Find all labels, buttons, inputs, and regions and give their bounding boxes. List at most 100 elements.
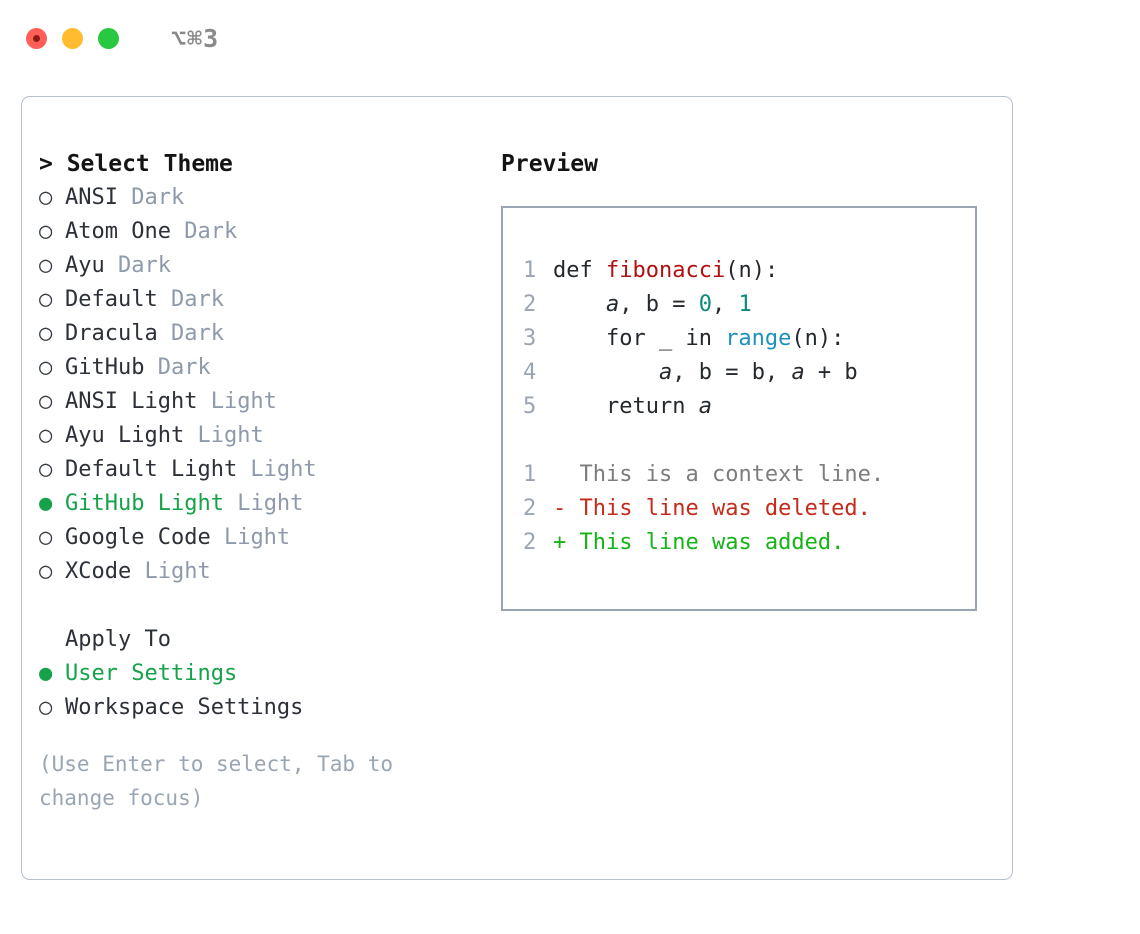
preview-heading: Preview (501, 151, 598, 177)
diff-line: 2 + This line was added. (523, 526, 975, 560)
title-bar: ⌥⌘3 (0, 0, 1140, 76)
diff-text: This line was added. (579, 530, 845, 555)
theme-option-name: Ayu (65, 253, 105, 278)
theme-option-tag: Dark (157, 321, 224, 346)
code-token: fibonacci (605, 258, 726, 283)
theme-option-tag: Dark (104, 253, 171, 278)
radio-unselected-icon[interactable]: ○ (39, 321, 53, 346)
diff-line: 2- This line was deleted. (523, 492, 975, 526)
code-token: (n): (791, 326, 845, 351)
minimize-window-icon[interactable] (62, 27, 83, 49)
code-line-number: 3 (523, 326, 537, 351)
radio-selected-icon[interactable]: ● (39, 491, 53, 516)
code-token: a (658, 360, 673, 385)
radio-selected-icon[interactable]: ● (39, 661, 53, 686)
theme-option-tag: Light (197, 389, 277, 414)
radio-unselected-icon[interactable]: ○ (39, 253, 53, 278)
radio-unselected-icon[interactable]: ○ (39, 219, 53, 244)
code-line: 5 return a (523, 390, 975, 424)
theme-option-row[interactable]: ○ ANSI Light Light (39, 385, 479, 419)
code-line-number: 5 (523, 394, 537, 419)
code-token: for _ in (553, 326, 726, 351)
apply-to-option-row[interactable]: ○ Workspace Settings (39, 691, 479, 725)
theme-option-name: Default (65, 287, 158, 312)
theme-option-row[interactable]: ○ANSI Dark (39, 181, 479, 215)
theme-option-tag: Light (184, 423, 264, 448)
list-spacer (39, 589, 479, 623)
radio-unselected-icon[interactable]: ○ (39, 525, 53, 550)
code-token (553, 356, 659, 390)
radio-unselected-icon[interactable]: ○ (39, 355, 53, 380)
radio-unselected-icon[interactable]: ○ (39, 457, 53, 482)
radio-unselected-icon[interactable]: ○ (39, 287, 53, 312)
code-token: a (791, 360, 805, 385)
diff-line-number: 2 (523, 496, 537, 521)
apply-to-heading-label: Apply To (65, 627, 171, 652)
theme-option-row[interactable]: ○ Dracula Dark (39, 317, 479, 351)
apply-to-bullet-placeholder: ○ (39, 623, 65, 657)
theme-option-name: XCode (65, 559, 132, 584)
theme-list: ○ANSI Dark○Atom One Dark○Ayu Dark○Defaul… (39, 181, 479, 589)
code-token (553, 288, 606, 322)
code-token: 1 (738, 292, 752, 317)
keyboard-shortcut-label: ⌥⌘3 (171, 23, 220, 53)
select-theme-heading: > Select Theme (39, 151, 233, 177)
keyboard-hint: (Use Enter to select, Tab to change focu… (39, 752, 394, 810)
theme-option-row[interactable]: ○ Ayu Dark (39, 249, 479, 283)
theme-option-row[interactable]: ○Ayu Light Light (39, 419, 479, 453)
code-token: , b = (619, 292, 699, 317)
diff-sample: 1 This is a context line.2- This line wa… (523, 458, 975, 560)
code-token: return (553, 394, 699, 419)
radio-unselected-icon[interactable]: ○ (39, 185, 53, 210)
theme-option-name: Google Code (65, 525, 211, 550)
diff-marker: + (553, 530, 580, 555)
diff-text: This line was deleted. (579, 496, 871, 521)
apply-to-heading: ○Apply To (39, 623, 479, 657)
theme-option-row[interactable]: ○ Default Light Light (39, 453, 479, 487)
code-token: def (553, 258, 606, 283)
code-diff-spacer (523, 424, 975, 458)
code-token: (n): (725, 258, 779, 283)
theme-option-row[interactable]: ○Google Code Light (39, 521, 479, 555)
radio-unselected-icon[interactable]: ○ (39, 423, 53, 448)
theme-option-name: GitHub Light (65, 491, 224, 516)
theme-option-name: Default Light (65, 457, 238, 482)
radio-unselected-icon[interactable]: ○ (39, 695, 53, 720)
apply-to-option-name: Workspace Settings (65, 695, 304, 720)
theme-option-row[interactable]: ○ Default Dark (39, 283, 479, 317)
code-token: 0 (698, 292, 712, 317)
theme-option-tag: Dark (170, 219, 238, 244)
theme-option-row[interactable]: ○XCode Light (39, 555, 479, 589)
main-panel: > Select Theme ○ANSI Dark○Atom One Dark○… (21, 96, 1013, 880)
code-token: range (725, 326, 792, 351)
theme-option-name: GitHub (65, 355, 145, 380)
theme-option-tag: Light (237, 457, 317, 482)
code-line: 4 a, b = b, a + b (523, 356, 975, 390)
diff-line: 1 This is a context line. (523, 458, 975, 492)
theme-option-row[interactable]: ○GitHub Dark (39, 351, 479, 385)
radio-unselected-icon[interactable]: ○ (39, 559, 53, 584)
window-controls (26, 27, 119, 49)
theme-option-name: ANSI Light (65, 389, 198, 414)
apply-to-option-row[interactable]: ●User Settings (39, 657, 479, 691)
theme-option-name: Dracula (65, 321, 158, 346)
code-token: + b (804, 360, 858, 385)
code-token: a (605, 292, 620, 317)
radio-unselected-icon[interactable]: ○ (39, 389, 53, 414)
theme-option-row[interactable]: ●GitHub Light Light (39, 487, 479, 521)
diff-text: This is a context line. (579, 462, 885, 487)
diff-line-number: 2 (523, 530, 537, 555)
code-line-number: 4 (523, 360, 537, 385)
theme-option-tag: Dark (157, 287, 224, 312)
theme-option-tag: Dark (117, 185, 185, 210)
maximize-window-icon[interactable] (98, 27, 119, 49)
close-window-icon[interactable] (26, 27, 47, 49)
apply-to-list: ●User Settings ○ Workspace Settings (39, 657, 479, 725)
theme-option-name: Atom One (65, 219, 171, 244)
code-line: 3 for _ in range(n): (523, 322, 975, 356)
theme-option-row[interactable]: ○ Atom One Dark (39, 215, 479, 249)
